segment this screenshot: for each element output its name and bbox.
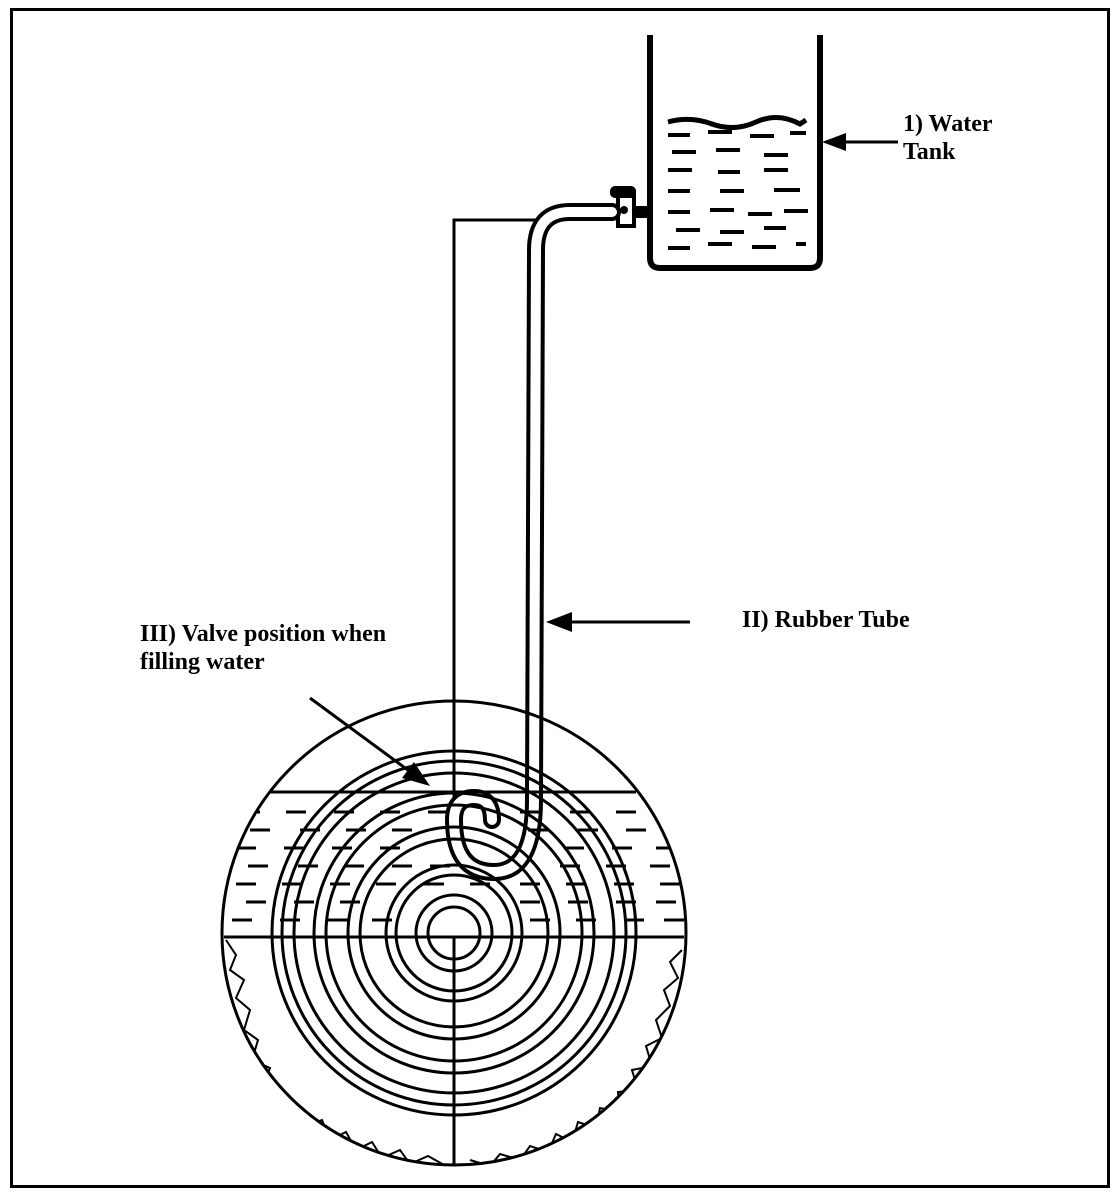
diagram-frame (10, 8, 1110, 1188)
water-tank (647, 35, 823, 271)
rubber-tube (444, 203, 621, 882)
arrow-valve-position (309, 696, 430, 786)
round-basin (220, 699, 688, 1167)
arrow-water-tank (822, 133, 898, 151)
support-rod (452, 218, 557, 800)
label-rubber-tube: II) Rubber Tube (742, 607, 910, 633)
arrow-rubber-tube (546, 612, 690, 632)
label-water-tank: 1) Water Tank (903, 111, 993, 165)
tank-water-dashes (668, 130, 808, 250)
concentric-rings (270, 749, 638, 1117)
label-valve-position: III) Valve position when filling water (140, 621, 387, 675)
